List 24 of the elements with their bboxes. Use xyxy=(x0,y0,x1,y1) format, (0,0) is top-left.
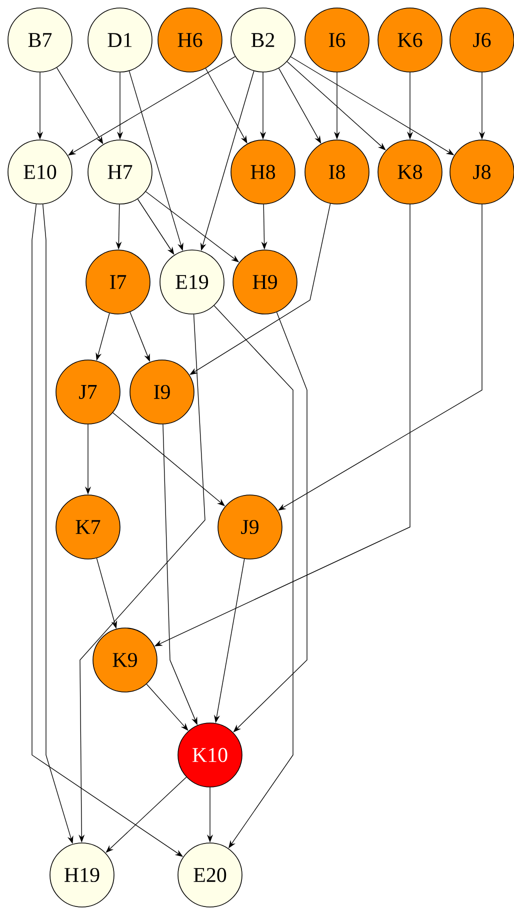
graph-node: I6 xyxy=(304,8,370,72)
graph-node: D1 xyxy=(88,8,152,72)
graph-node: J9 xyxy=(218,494,282,560)
graph-node: K9 xyxy=(92,628,158,692)
graph-node: H6 xyxy=(158,8,222,72)
graph-node: I9 xyxy=(130,360,194,424)
graph-node: E19 xyxy=(160,250,224,314)
graph-node: H9 xyxy=(232,250,298,314)
graph-node: B7 xyxy=(8,8,72,72)
graph-node: H7 xyxy=(88,140,152,204)
graph-node: B2 xyxy=(230,8,296,72)
graph-node: H8 xyxy=(230,140,296,204)
graph-node: I8 xyxy=(304,140,370,204)
graph-node: K6 xyxy=(378,8,442,72)
graph-node: E20 xyxy=(178,842,242,908)
graph-node: J8 xyxy=(450,140,514,204)
graph-node: J6 xyxy=(450,8,514,72)
graph-node: I7 xyxy=(86,250,150,314)
graph-node: K8 xyxy=(378,140,442,204)
graph-node: E10 xyxy=(8,140,72,204)
graph-node: J7 xyxy=(56,360,120,424)
graph-node: H19 xyxy=(50,842,114,908)
graph-node: K7 xyxy=(56,494,120,560)
graph-node: K10 xyxy=(178,722,242,788)
